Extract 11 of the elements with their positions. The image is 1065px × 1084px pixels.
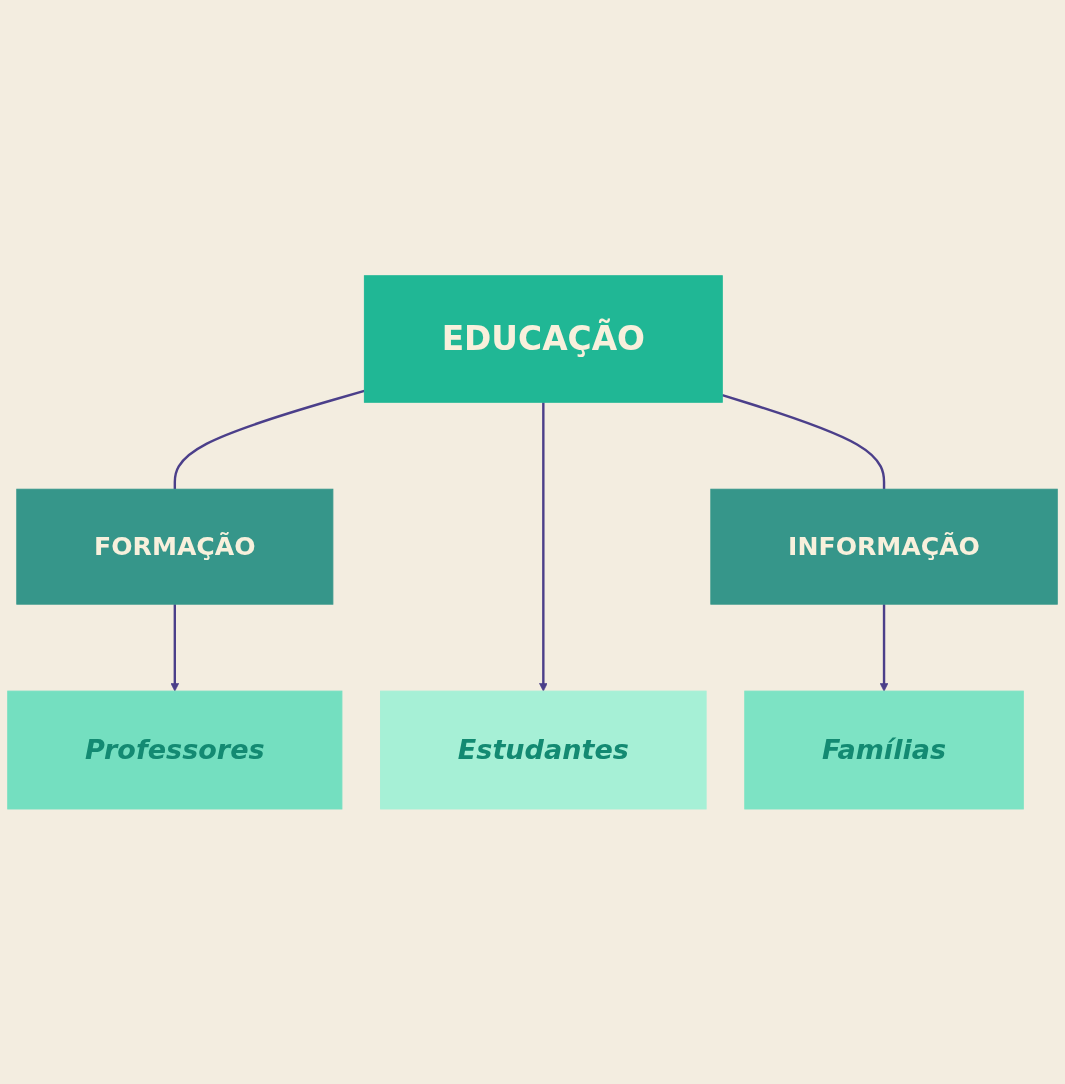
node-box: Famílias	[744, 690, 1024, 810]
node-box: EDUCAÇÃO	[363, 274, 723, 403]
arrow	[539, 401, 548, 692]
node-box: Professores	[7, 690, 343, 810]
connector	[721, 393, 886, 489]
node-box: INFORMAÇÃO	[710, 488, 1058, 605]
connector	[173, 389, 365, 489]
node-box: FORMAÇÃO	[16, 488, 334, 605]
arrow	[170, 603, 180, 692]
node-box: Estudantes	[380, 690, 707, 810]
arrow	[879, 603, 889, 692]
